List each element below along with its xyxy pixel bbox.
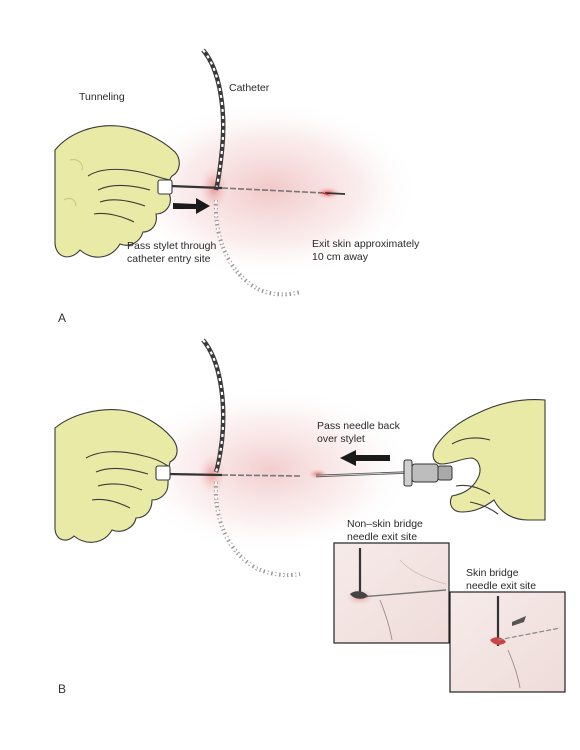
pass-stylet-label-line2: catheter entry site — [127, 253, 211, 265]
direction-arrow-b — [340, 450, 390, 466]
skin-area-b — [125, 385, 415, 555]
stylet-a — [169, 184, 346, 196]
catheter-label: Catheter — [229, 82, 270, 94]
panel-b-letter: B — [58, 682, 67, 696]
catheter-b — [201, 338, 301, 578]
exit-site-redness-b — [308, 469, 328, 479]
panel-b-drawing — [54, 338, 566, 693]
exit-skin-label-line1: Exit skin approximately — [312, 238, 420, 250]
hand-a — [54, 125, 180, 258]
exit-skin-label-line2: 10 cm away — [312, 251, 369, 263]
inset-non-skin-bridge — [333, 542, 450, 644]
tunneling-title: Tunneling — [79, 91, 125, 103]
hand-b-right — [432, 399, 546, 521]
pass-stylet-label-line1: Pass stylet through — [127, 240, 217, 252]
hand-b-left — [54, 409, 178, 543]
pass-needle-label-line2: over stylet — [317, 433, 365, 445]
inset-non-skin-label-line2: needle exit site — [347, 531, 418, 543]
pass-needle-label-line1: Pass needle back — [317, 420, 400, 432]
inset-skin-bridge — [449, 591, 566, 693]
catheter-a — [201, 48, 301, 297]
panel-a-letter: A — [58, 311, 67, 325]
inset-skin-label-line1: Skin bridge — [466, 567, 519, 579]
stylet-b — [167, 470, 421, 478]
inset-skin-label-line2: needle exit site — [466, 580, 537, 592]
needle-hub-b — [403, 459, 453, 487]
direction-arrow-a — [173, 198, 210, 214]
inset-non-skin-label-line1: Non–skin bridge — [347, 518, 423, 530]
panel-a-drawing — [54, 48, 420, 297]
